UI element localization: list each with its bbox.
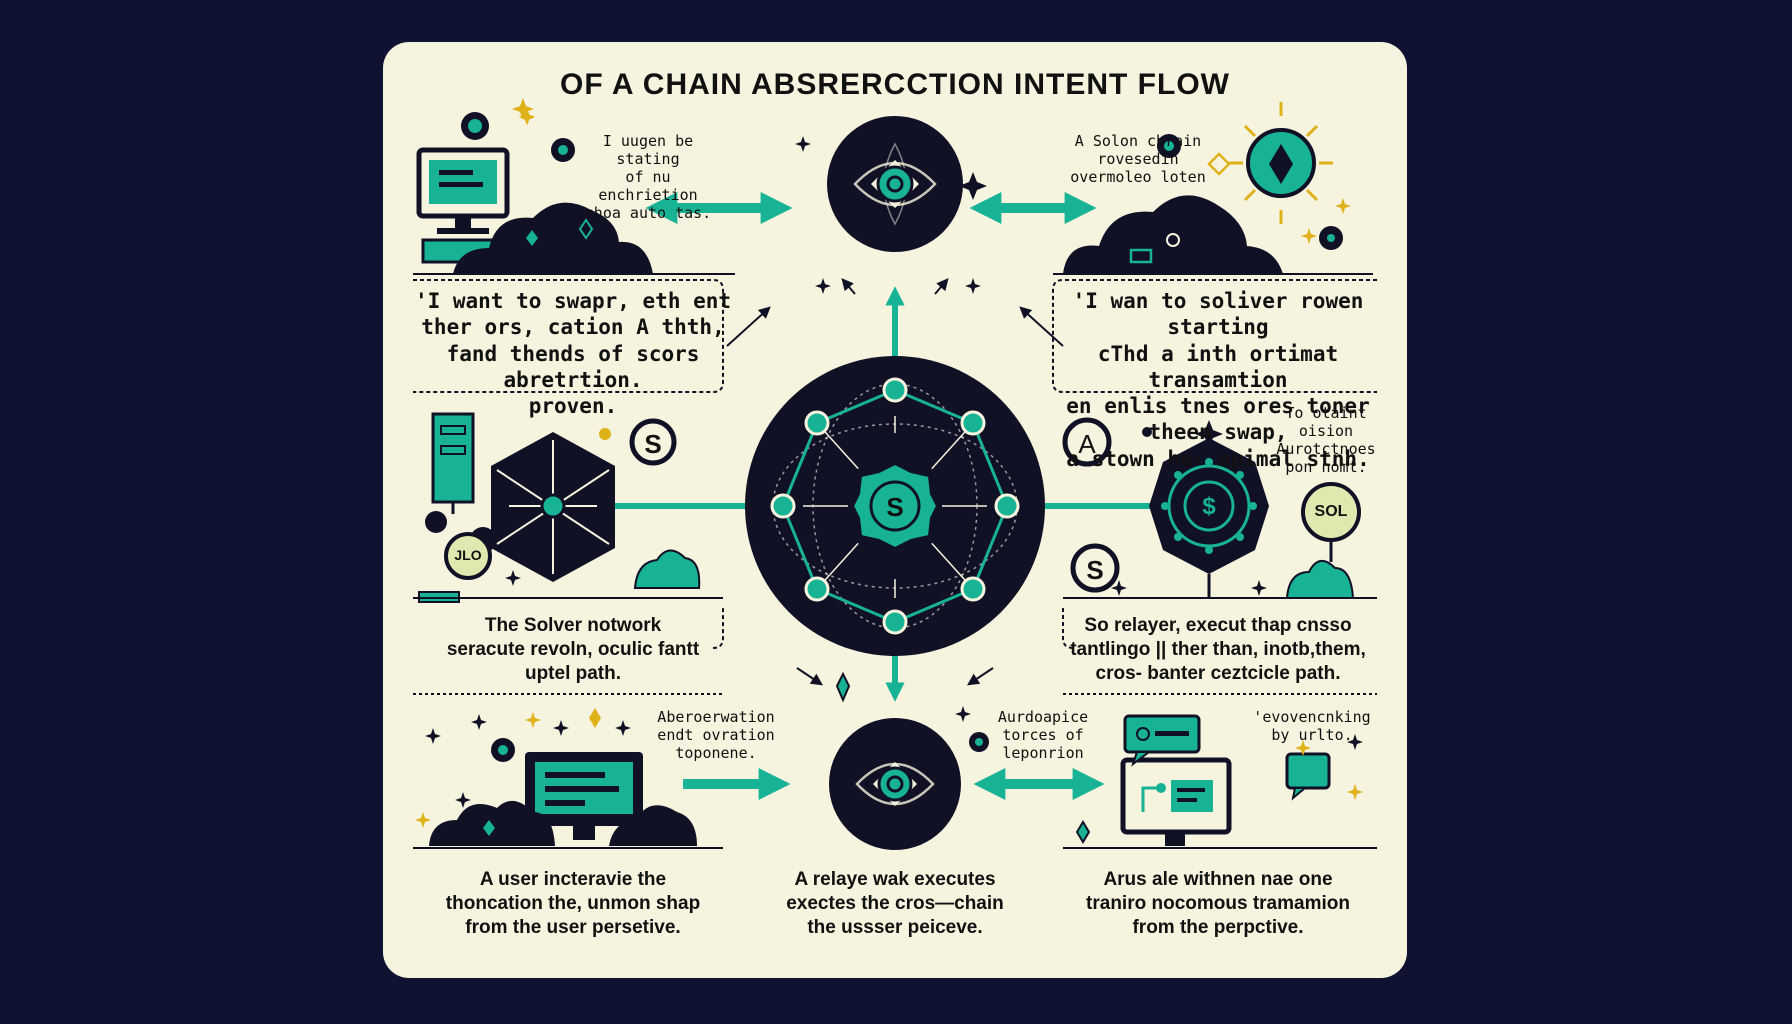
sol-badge-icon — [1301, 482, 1361, 562]
hub-token-label: S — [886, 492, 904, 522]
token-s-icon — [629, 418, 677, 466]
jlo-badge-icon — [444, 532, 492, 580]
page-title: OF A CHAIN ABSRERCCTION INTENT FLOW — [560, 68, 1230, 101]
flow-diagram — [413, 98, 1377, 850]
document-icon — [431, 412, 475, 514]
solver-network-hub — [745, 356, 1045, 656]
caption-bottom-center: A relaye wak executes exectes the cros—c… — [786, 869, 1004, 938]
relayer-monitor-icon — [1120, 757, 1232, 846]
dollar-coin-label: $ — [1202, 493, 1216, 520]
token-s-icon — [1070, 543, 1120, 593]
solver-node-icon — [491, 432, 615, 582]
sol-badge-label: SOL — [1314, 503, 1348, 520]
note-bottom-right-a: Aurdoapice torces of leponrion — [997, 708, 1089, 762]
cloud-icon — [453, 202, 653, 274]
ethereum-coin-icon — [1229, 102, 1333, 224]
caption-bottom-right: Arus ale withnen nae one traniro nocomou… — [1086, 869, 1350, 938]
relayer-node-icon — [1149, 420, 1269, 598]
note-bottom-left: Aberoerwation endt ovration toponene. — [657, 708, 775, 762]
infographic-card: OF A CHAIN ABSRERCCTION INTENT FLOW I uu… — [383, 42, 1407, 978]
note-mid-right: To otaint oision Aurotctnoes pon nomt. — [1276, 404, 1376, 476]
note-bottom-right-b: 'evovencnking by urlto. — [1253, 708, 1371, 744]
token-s-label: S — [1086, 555, 1104, 585]
chat-bubble-icon — [1123, 714, 1201, 767]
user-monitor-icon — [525, 752, 643, 840]
jlo-badge-label: JLO — [454, 547, 482, 563]
caption-mid-right: So relayer, execut thap cnsso tantlingo … — [1070, 615, 1366, 684]
token-s-label: S — [644, 429, 662, 459]
letter-a-icon — [1062, 417, 1112, 467]
caption-bottom-left: A user incteravie the thoncation the, un… — [445, 869, 701, 938]
note-top-right: A Solon cbrain rovesedin overmoleo loten — [1070, 132, 1206, 186]
quote-right: 'I wan to soliver rowen starting cThd a … — [1066, 289, 1370, 471]
note-top-left: I uugen be stating of nu enchrietion cho… — [584, 132, 712, 222]
chat-bubble-icon — [1285, 752, 1331, 801]
caption-mid-left: The Solver notwork seracute revoln, ocul… — [446, 615, 700, 684]
letter-a-label: A — [1078, 429, 1096, 459]
quote-left: 'I want to swapr, eth ent ther ors, cati… — [414, 289, 732, 418]
